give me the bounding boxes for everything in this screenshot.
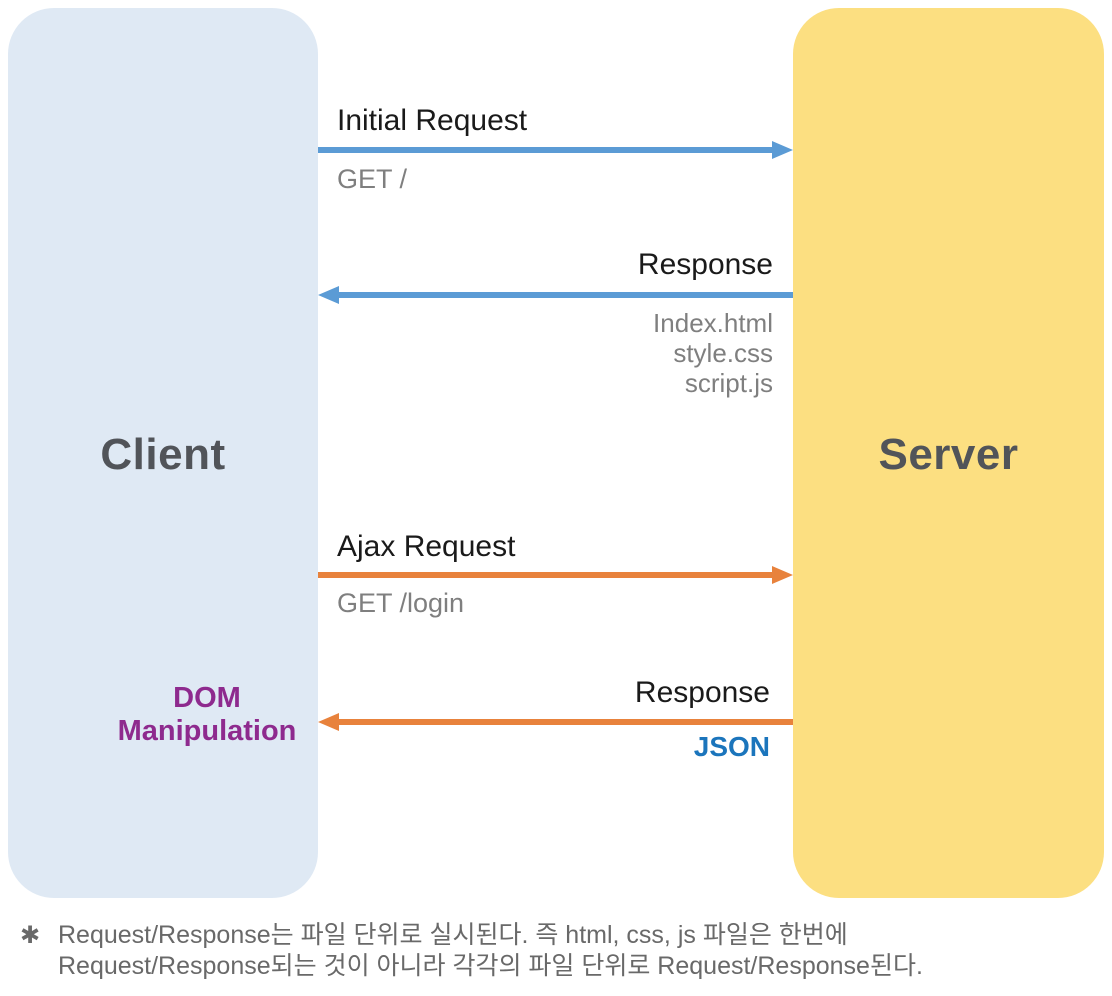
ajax-response-arrowhead-icon [318,713,339,731]
initial-request-arrow-shaft [318,147,773,153]
footnote: ✱ Request/Response는 파일 단위로 실시된다. 즉 html,… [20,920,923,982]
server-box: Server [793,8,1104,898]
initial-request-arrowhead-icon [772,141,793,159]
response-file-item: Index.html [653,308,773,338]
initial-response-files: Index.html style.css script.js [653,308,773,398]
footnote-line-1: Request/Response는 파일 단위로 실시된다. 즉 html, c… [58,921,848,949]
ajax-response-arrow-shaft [339,719,793,725]
client-label: Client [100,430,226,479]
response-file-item: script.js [684,368,773,398]
ajax-response-sub: JSON [693,731,770,762]
ajax-request-label: Ajax Request [337,530,516,563]
ajax-request-arrowhead-icon [772,566,793,584]
initial-response-label: Response [637,248,773,281]
client-box: Client [8,8,318,898]
initial-response-arrow-shaft [339,292,793,298]
dom-manipulation-line1: DOM [173,682,241,714]
dom-manipulation-label: DOM Manipulation [87,682,327,748]
footnote-line-2: Request/Response되는 것이 아니라 각각의 파일 단위로 Req… [58,952,923,980]
ajax-response-label: Response [634,676,770,709]
initial-request-label: Initial Request [337,104,528,137]
ajax-request-sub: GET /login [337,588,465,618]
server-label: Server [878,430,1019,479]
asterisk-icon: ✱ [20,922,41,949]
initial-request-sub: GET / [337,164,408,194]
response-file-item: style.css [673,338,773,368]
initial-response-arrowhead-icon [318,286,339,304]
dom-manipulation-line2: Manipulation [117,715,297,747]
ajax-request-arrow-shaft [318,572,773,578]
